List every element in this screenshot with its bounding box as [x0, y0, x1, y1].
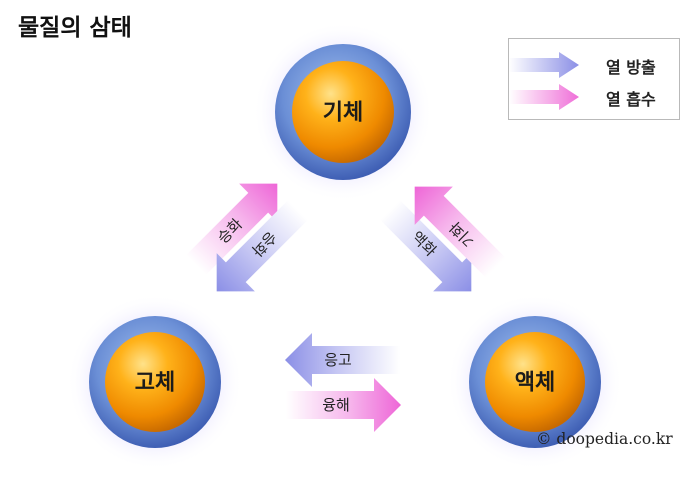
sphere-solid: 고체: [67, 294, 243, 470]
credit-watermark: © doopedia.co.kr: [536, 430, 673, 448]
sphere-gas: 기체: [253, 22, 433, 202]
label-liquid: 액체: [515, 371, 555, 396]
label-solid: 고체: [135, 371, 175, 396]
label-melting: 융해: [322, 396, 350, 414]
label-freezing: 응고: [324, 351, 352, 369]
heat-absorb-arrow-icon: [509, 84, 579, 110]
legend-label-absorb: 열 흡수: [606, 90, 656, 109]
diagram-title: 물질의 삼태: [18, 15, 132, 41]
legend-label-release: 열 방출: [606, 58, 656, 77]
legend-item-absorb: 열 흡수: [509, 83, 679, 111]
legend-item-release: 열 방출: [509, 51, 679, 79]
label-gas: 기체: [323, 101, 363, 126]
legend: 열 방출 열 흡수: [508, 38, 680, 120]
arrow-melting: 융해: [286, 378, 401, 432]
arrow-freezing: 응고: [285, 333, 400, 387]
heat-release-arrow-icon: [509, 52, 579, 78]
sphere-liquid: 액체: [447, 294, 623, 470]
